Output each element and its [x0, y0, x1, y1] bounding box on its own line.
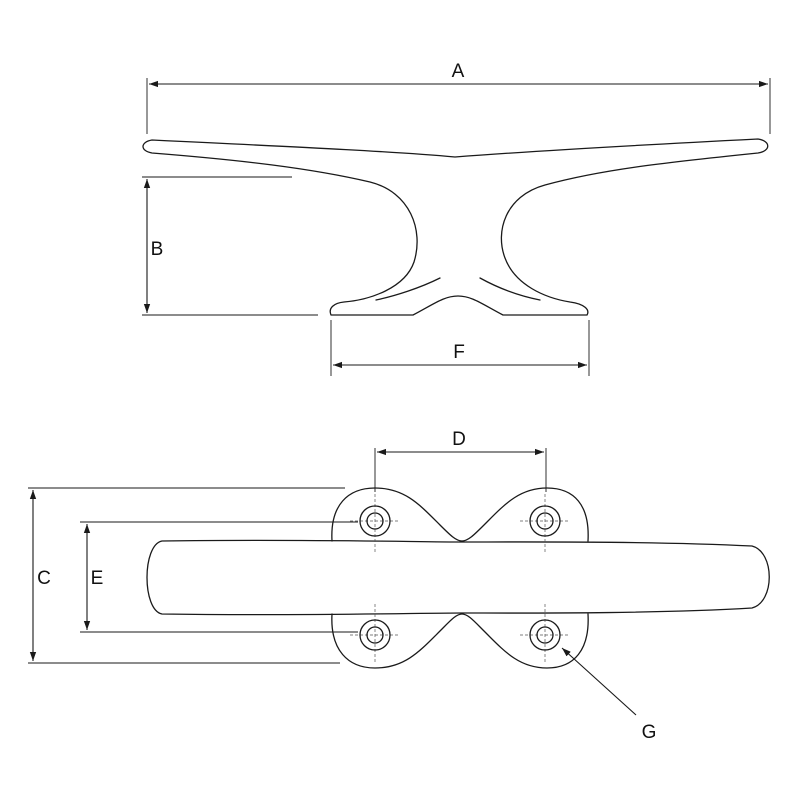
label-g: G: [642, 722, 657, 743]
dimension-e: E: [80, 521, 358, 633]
mounting-hole-bottom-right: [520, 604, 570, 662]
label-d: D: [452, 429, 466, 450]
label-e: E: [91, 568, 104, 589]
side-inner-fillet-right: [479, 277, 541, 301]
label-b: B: [151, 239, 164, 260]
dimension-f: F: [330, 320, 590, 376]
mounting-hole-top-left: [350, 494, 400, 552]
label-f: F: [453, 342, 465, 363]
cleat-top-view: [146, 487, 770, 669]
mounting-hole-bottom-left: [350, 604, 400, 662]
dimension-d: D: [374, 429, 547, 492]
dimension-c: C: [28, 487, 345, 664]
dimension-b: B: [142, 176, 318, 316]
label-c: C: [37, 568, 51, 589]
cleat-side-view: [142, 138, 769, 316]
base-plate-lower: [331, 613, 589, 669]
side-inner-fillet-left: [375, 277, 441, 301]
label-a: A: [452, 61, 465, 82]
mounting-hole-top-right: [520, 494, 570, 552]
leader-g: G: [561, 647, 657, 743]
dimension-a: A: [146, 61, 771, 134]
horn-body: [146, 539, 770, 616]
cleat-side-profile: [142, 138, 769, 316]
